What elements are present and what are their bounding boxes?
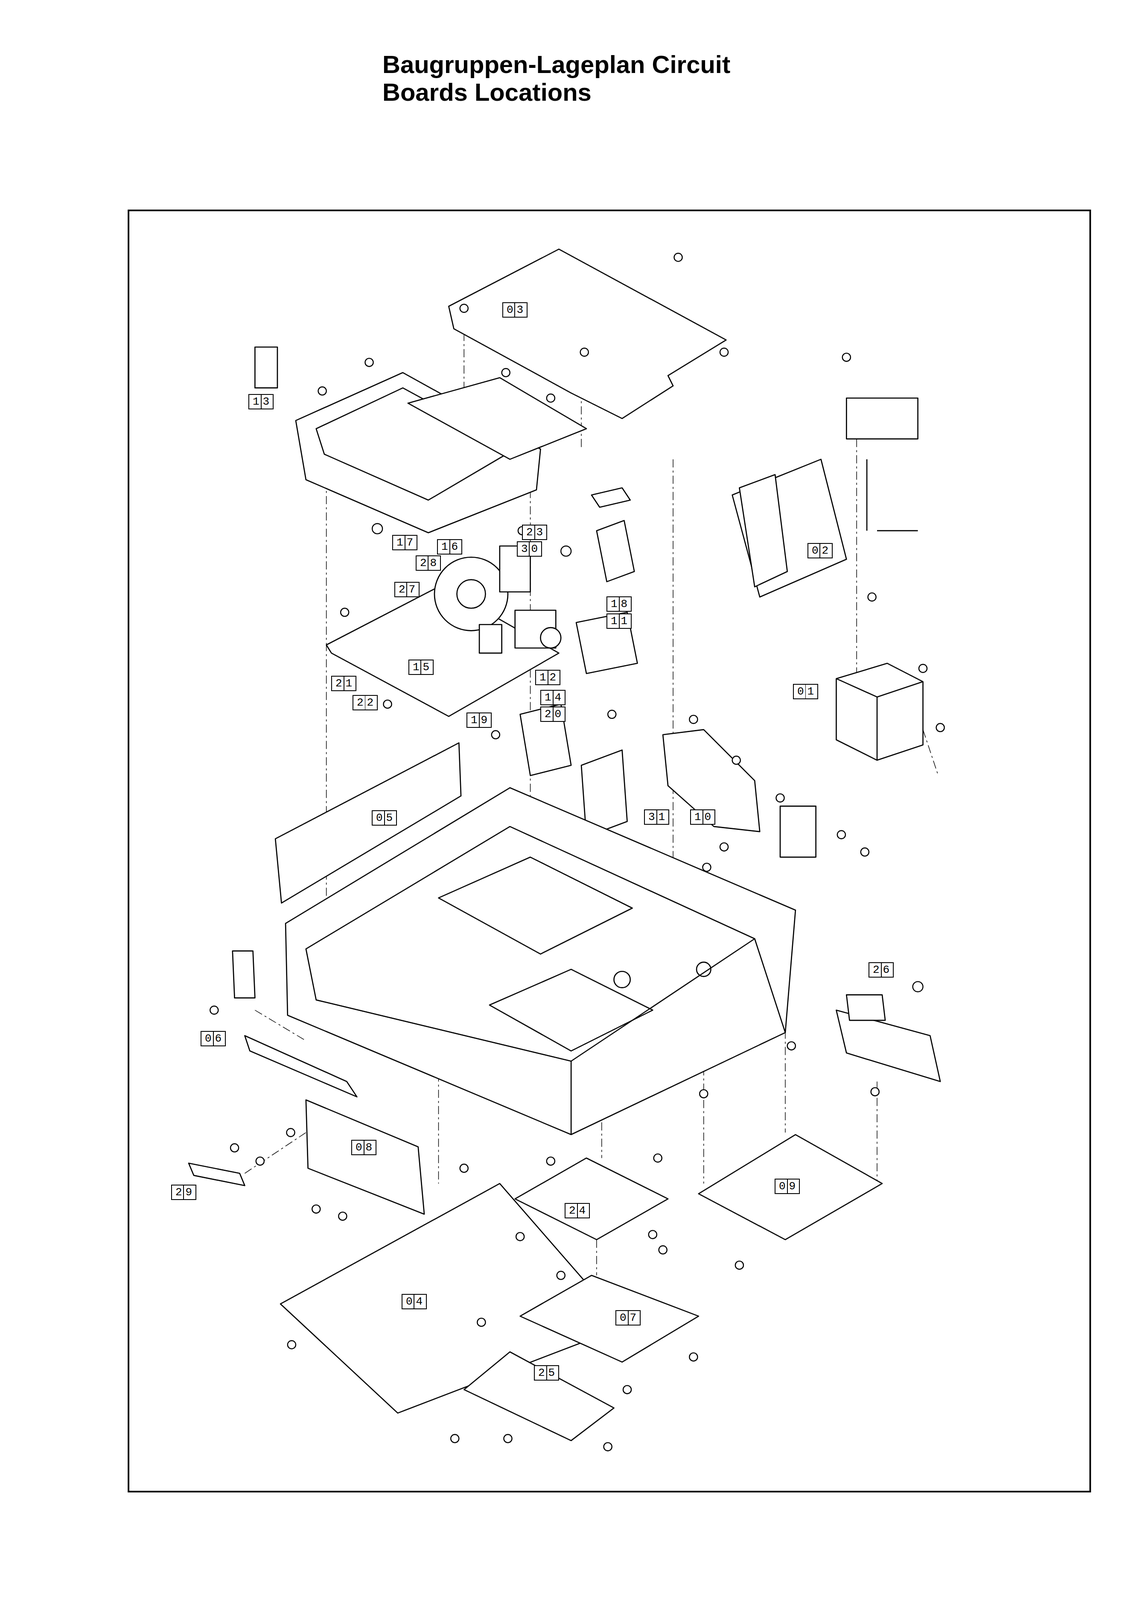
callout-number: 28 <box>415 555 441 571</box>
assembly-lines <box>244 316 939 1275</box>
callout-number: 18 <box>606 596 632 612</box>
callout-number: 26 <box>868 961 894 978</box>
callout-number: 12 <box>535 669 561 686</box>
callout-number: 16 <box>437 539 463 555</box>
callout-number: 25 <box>533 1364 560 1381</box>
callout-number: 15 <box>408 659 434 675</box>
callout-number: 27 <box>394 581 420 598</box>
callout-number: 14 <box>540 689 566 706</box>
callout-number: 01 <box>792 683 819 700</box>
callout-number: 19 <box>466 712 492 728</box>
callout-number: 31 <box>644 809 670 825</box>
page-title: Baugruppen-Lageplan Circuit Boards Locat… <box>382 50 767 107</box>
frame <box>128 210 1091 1492</box>
callout-number: 21 <box>331 675 357 691</box>
callout-number: 29 <box>171 1184 197 1200</box>
callout-number: 07 <box>615 1309 641 1326</box>
callout-number: 06 <box>200 1030 226 1047</box>
callout-number: 22 <box>352 694 378 711</box>
callout-number: 05 <box>371 810 397 826</box>
callout-number: 17 <box>392 534 418 551</box>
callout-number: 24 <box>564 1202 590 1219</box>
callout-number: 09 <box>774 1178 800 1194</box>
callout-number: 20 <box>540 706 566 722</box>
callout-number: 13 <box>248 393 274 410</box>
callout-number: 08 <box>351 1139 377 1155</box>
callout-number: 30 <box>516 541 543 557</box>
screws <box>209 253 945 1451</box>
callout-number: 23 <box>521 524 548 540</box>
callout-number: 02 <box>807 542 833 559</box>
parts <box>188 249 941 1441</box>
callout-number: 04 <box>401 1293 427 1309</box>
callout-number: 10 <box>690 809 716 825</box>
callout-number: 03 <box>502 302 528 318</box>
callout-number: 11 <box>606 613 632 629</box>
